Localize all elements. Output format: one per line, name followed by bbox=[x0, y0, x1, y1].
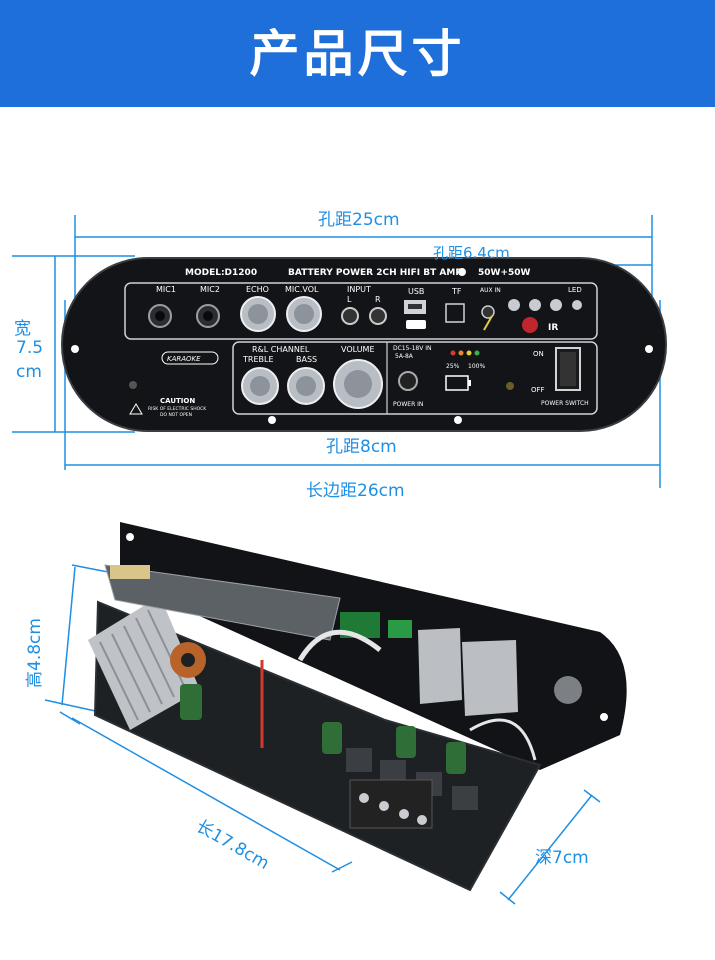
mic2-label: MIC2 bbox=[200, 285, 220, 294]
board-dimension-lines bbox=[44, 564, 601, 905]
board-back-panel bbox=[120, 522, 627, 770]
page-title: 产品尺寸 bbox=[249, 25, 466, 83]
bass-label: BASS bbox=[296, 355, 317, 364]
hole-distance-long-label: 孔距25cm bbox=[318, 210, 400, 230]
pcb-board bbox=[93, 600, 542, 892]
tf-slot bbox=[445, 303, 465, 323]
caution-sub2-label: DO NOT OPEN bbox=[160, 412, 192, 418]
input-l-label: L bbox=[347, 295, 352, 304]
usb-label: USB bbox=[408, 287, 424, 296]
play-button bbox=[529, 299, 541, 311]
long-side-label: 长边距26cm bbox=[306, 481, 405, 501]
micvol-label: MIC.VOL bbox=[285, 285, 319, 294]
mic1-label: MIC1 bbox=[156, 285, 176, 294]
aux-jack bbox=[481, 305, 495, 319]
treble-label: TREBLE bbox=[242, 355, 274, 364]
input-r-jack bbox=[369, 307, 387, 325]
mount-hole bbox=[458, 268, 466, 276]
title-banner: 产品尺寸 bbox=[0, 0, 715, 107]
power-rating-label: 50W+50W bbox=[478, 268, 531, 278]
volume-label: VOLUME bbox=[341, 345, 375, 354]
mount-hole bbox=[645, 345, 653, 353]
length-label: 长17.8cm bbox=[192, 816, 273, 875]
pct100-label: 100% bbox=[468, 363, 485, 370]
prev-button bbox=[508, 299, 520, 311]
auxin-label: AUX IN bbox=[480, 287, 501, 294]
ir-label: IR bbox=[548, 323, 558, 333]
ir-receiver bbox=[522, 317, 538, 333]
width-unit: cm bbox=[16, 362, 42, 382]
lower-control-frame bbox=[232, 341, 598, 415]
width-value: 7.5 bbox=[16, 338, 44, 358]
power-switch-label: POWER SWITCH bbox=[541, 400, 589, 407]
front-panel-diagram: MODEL:D1200 BATTERY POWER 2CH HIFI BT AM… bbox=[12, 215, 667, 488]
mount-hole bbox=[454, 416, 462, 424]
input-label: INPUT bbox=[347, 285, 371, 294]
power-in-label: POWER IN bbox=[393, 401, 423, 408]
depth-label: 深7cm bbox=[535, 848, 589, 868]
led-indicator bbox=[572, 300, 582, 310]
power-in-jack bbox=[398, 371, 418, 391]
dc-in-label: DC15-18V IN bbox=[393, 345, 432, 352]
hole-distance-short-label: 孔距6.4cm bbox=[433, 244, 510, 262]
width-label: 宽 bbox=[14, 319, 31, 339]
upper-control-frame bbox=[124, 282, 598, 340]
pct25-label: 25% bbox=[446, 363, 460, 370]
next-button bbox=[550, 299, 562, 311]
led-label: LED bbox=[568, 286, 582, 294]
input-l-jack bbox=[341, 307, 359, 325]
tf-label: TF bbox=[451, 287, 462, 296]
karaoke-label: KARAOKE bbox=[167, 355, 201, 363]
height-label: 高4.8cm bbox=[25, 618, 45, 688]
mount-hole bbox=[268, 416, 276, 424]
mount-hole bbox=[71, 345, 79, 353]
amps-label: 5A-8A bbox=[395, 353, 414, 360]
hole-distance-bottom-label: 孔距8cm bbox=[326, 437, 397, 457]
caution-sub-label: RISK OF ELECTRIC SHOCK bbox=[148, 406, 207, 412]
model-label: MODEL:D1200 bbox=[185, 268, 257, 278]
off-label: OFF bbox=[531, 386, 545, 394]
on-label: ON bbox=[533, 350, 544, 358]
caution-label: CAUTION bbox=[160, 397, 195, 405]
heatsink bbox=[88, 596, 200, 730]
rl-channel-label: R&L CHANNEL bbox=[252, 345, 310, 354]
echo-label: ECHO bbox=[246, 285, 269, 294]
input-r-label: R bbox=[375, 295, 381, 304]
battery-label: BATTERY POWER 2CH HIFI BT AMP bbox=[288, 268, 462, 278]
